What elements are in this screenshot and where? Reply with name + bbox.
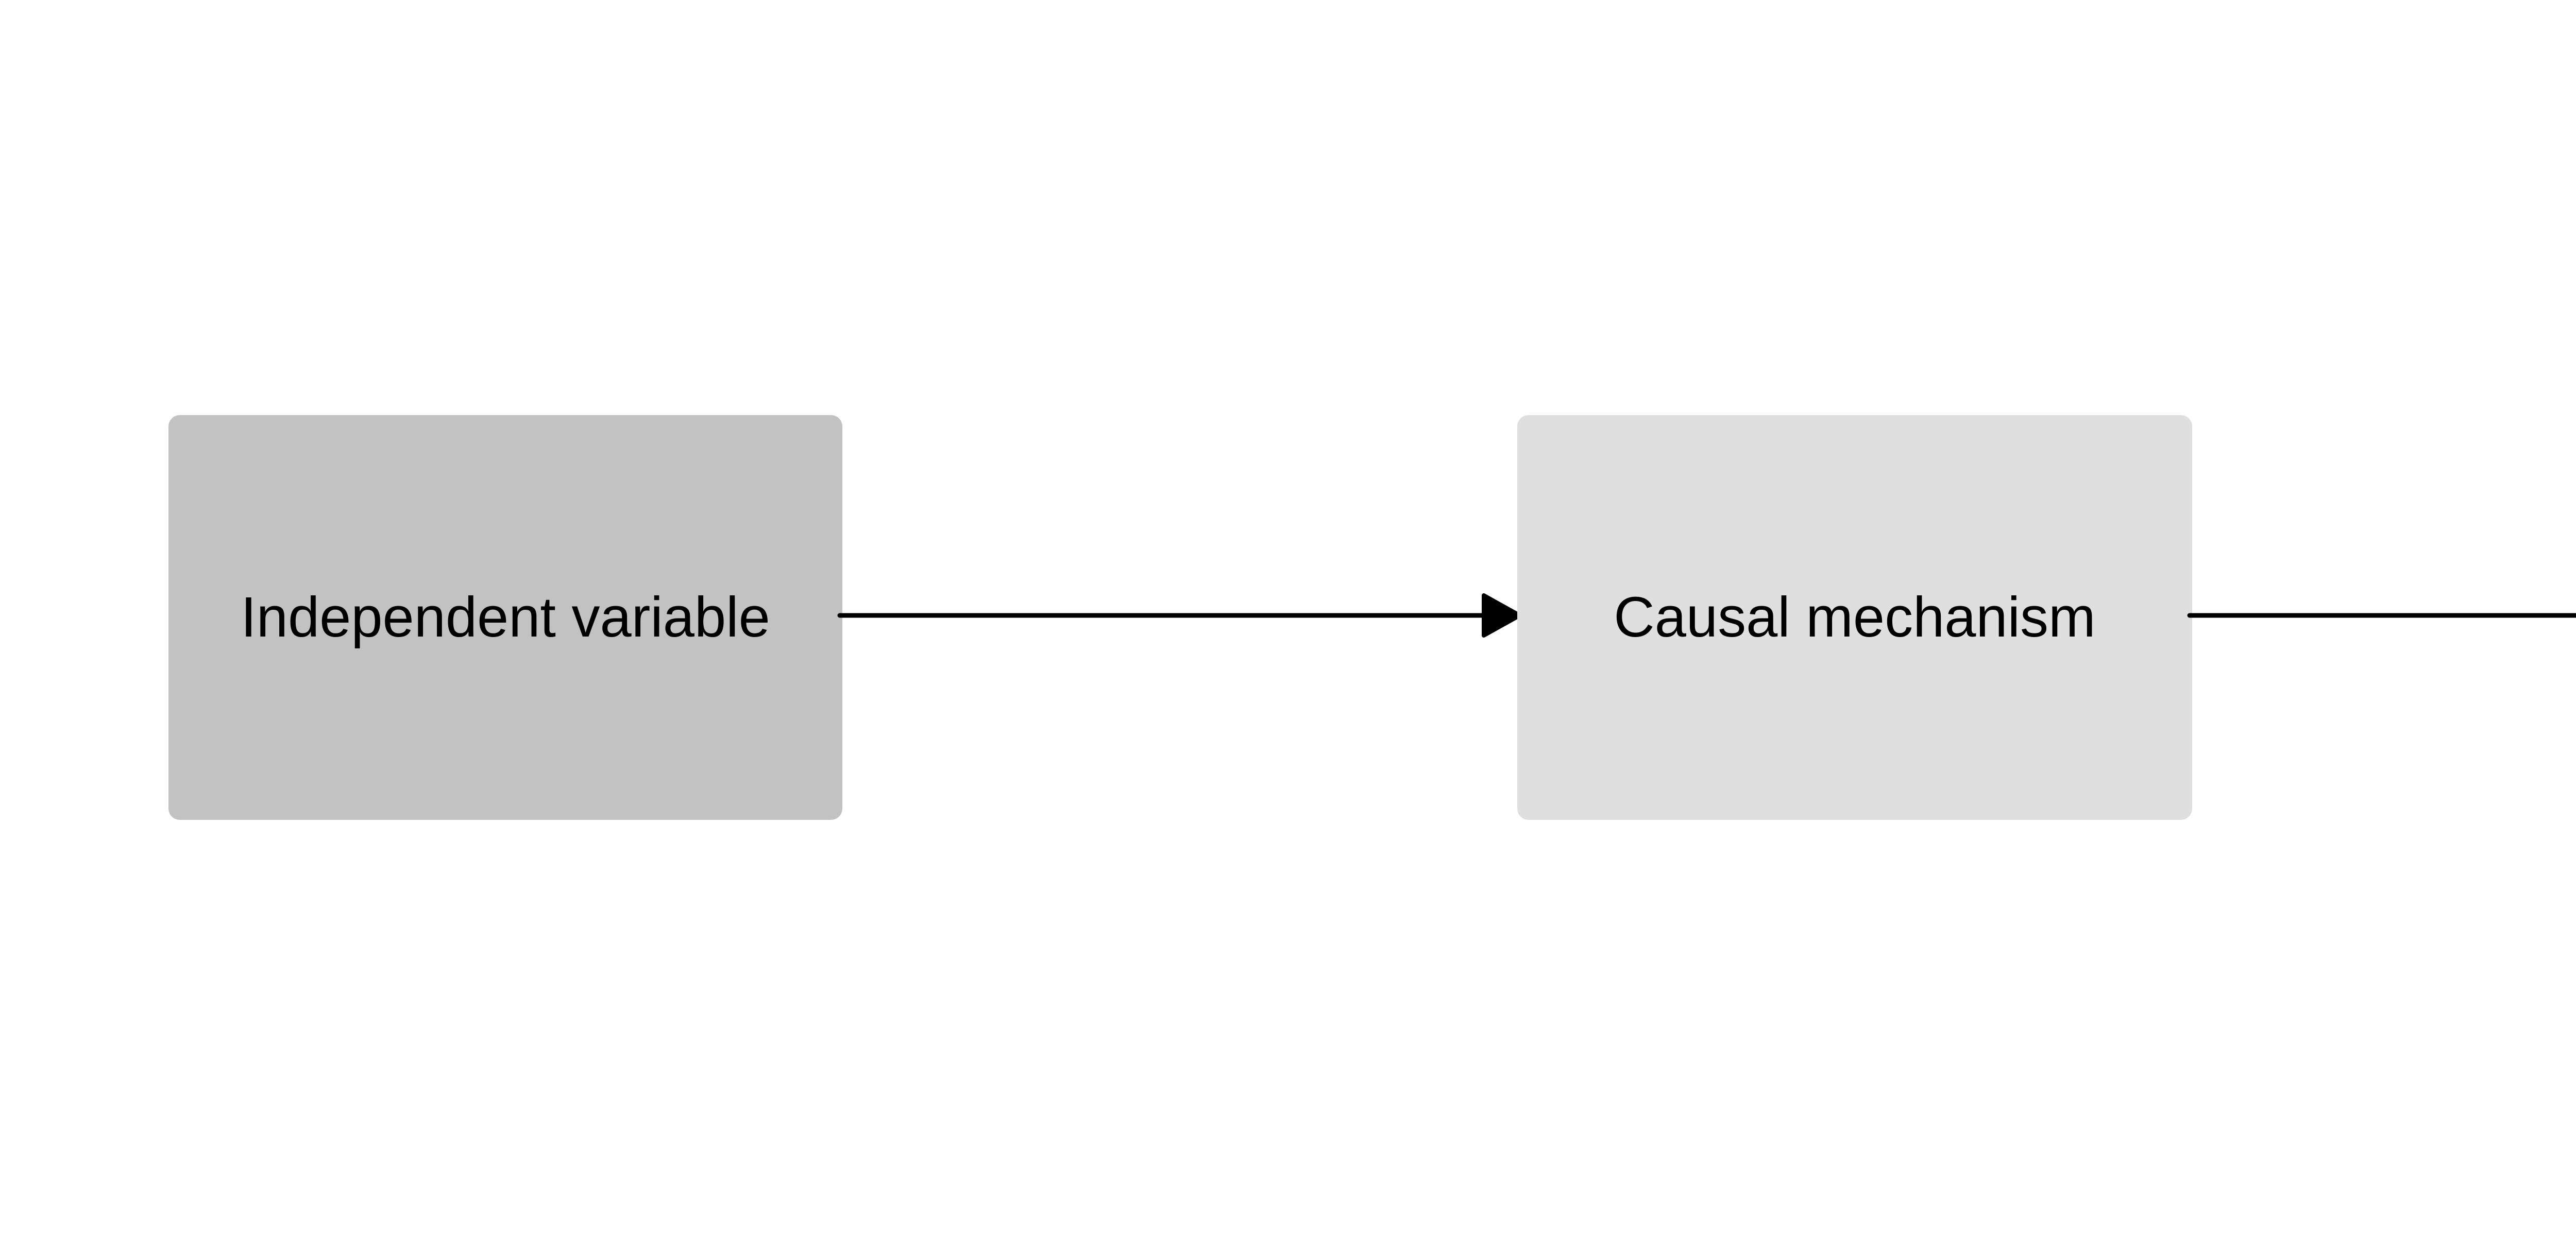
arrow-2-svg [2187, 613, 2576, 618]
node-causal-mechanism-label: Causal mechanism [1614, 586, 2096, 649]
arrow-1-svg [837, 593, 1522, 638]
edge-causal-mechanism-to-dependent-variable [2184, 577, 2576, 659]
edge-independent-variable-to-causal-mechanism [835, 577, 1525, 659]
node-independent-variable[interactable]: Independent variable [168, 415, 842, 820]
arrow-1-head-icon [1482, 593, 1522, 638]
node-causal-mechanism[interactable]: Causal mechanism [1517, 415, 2192, 820]
node-independent-variable-label: Independent variable [241, 586, 770, 649]
